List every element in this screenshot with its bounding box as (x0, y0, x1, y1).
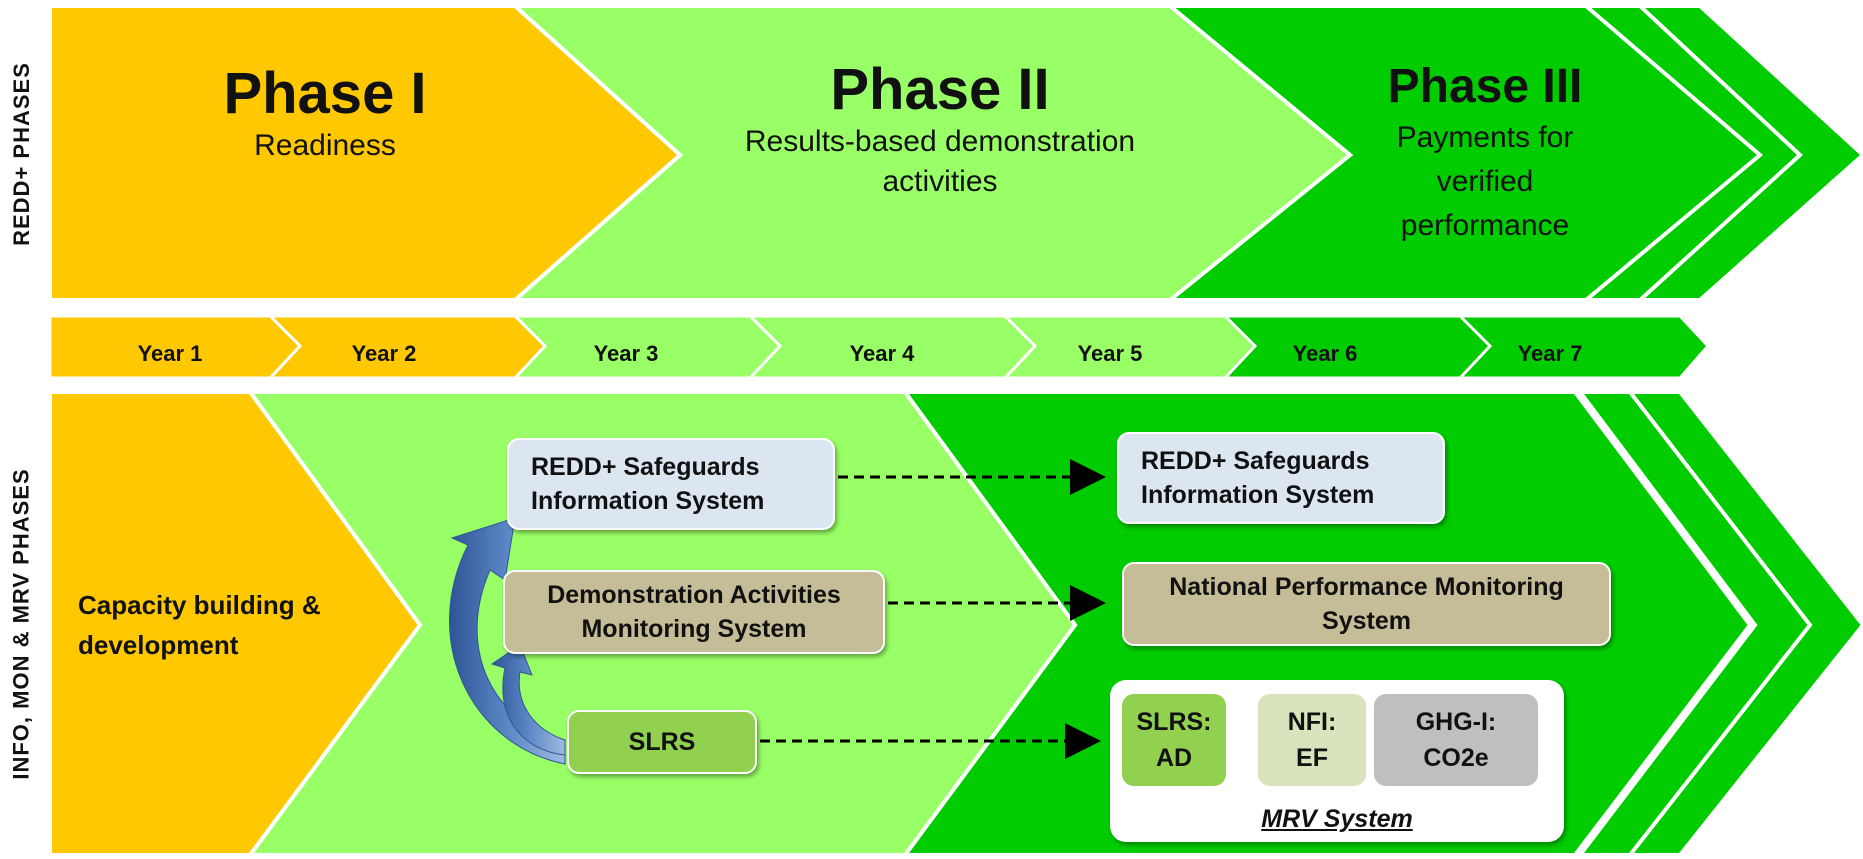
phase2-subtitle: Results-based demonstration activities (744, 125, 1136, 198)
phase1-title: Phase I (223, 61, 427, 126)
side-label-bottom-text: INFO, MON & MRV PHASES (9, 467, 35, 780)
national-performance-monitoring-box: National Performance Monitoring System (1122, 562, 1611, 646)
capacity-building-label: Capacity building & development (78, 590, 321, 660)
mrv-cell-ghg-line1: GHG-I: (1415, 708, 1497, 736)
year-band (48, 314, 1711, 380)
year-4-label: Year 4 (849, 341, 915, 366)
national-monitoring-text: National Performance Monitoring System (1169, 573, 1564, 635)
mrv-cell-slrs: SLRS: AD (1122, 694, 1226, 786)
year-3-label: Year 3 (593, 341, 659, 366)
year-6-label: Year 6 (1292, 341, 1358, 366)
phase3-text: Phase III Payments for verified performa… (1370, 58, 1600, 248)
year-7-label: Year 7 (1517, 341, 1583, 366)
curved-arrow-slrs-to-demo (490, 644, 566, 756)
safeguards-left-text: REDD+ Safeguards Information System (531, 453, 765, 515)
bottom-phase1-chevron (48, 390, 423, 857)
phase1-chevron (48, 4, 684, 302)
mrv-cell-nfi: NFI: EF (1258, 694, 1366, 786)
curved-blue-arrows (449, 517, 566, 765)
top-phase-band (48, 3, 1863, 302)
phase2-text: Phase II Results-based demonstration act… (700, 58, 1180, 202)
mrv-cell-slrs-line1: SLRS: (1136, 708, 1212, 736)
safeguards-right-text: REDD+ Safeguards Information System (1141, 447, 1375, 509)
mrv-cell-slrs-line2: AD (1155, 744, 1193, 772)
demo-monitoring-text: Demonstration Activities Monitoring Syst… (547, 581, 841, 643)
side-label-top-text: REDD+ PHASES (9, 62, 34, 246)
safeguards-info-system-left: REDD+ Safeguards Information System (507, 438, 835, 530)
year-1-label: Year 1 (137, 341, 203, 366)
year-5-label: Year 5 (1077, 341, 1143, 366)
demo-activities-monitoring-box: Demonstration Activities Monitoring Syst… (503, 570, 885, 654)
mrv-system-box: SLRS: AD NFI: EF GHG-I: CO2e MRV System (1110, 680, 1564, 842)
slrs-text: SLRS (628, 727, 696, 756)
info-mon-mrv-side-label: INFO, MON & MRV PHASES (0, 392, 44, 855)
phase3-subtitle: Payments for verified performance (1396, 121, 1574, 242)
mrv-cell-nfi-line1: NFI: (1287, 708, 1337, 736)
bottom-echo-chevron-1 (1575, 390, 1813, 857)
year-2-label: Year 2 (351, 341, 417, 366)
mrv-cell-ghg: GHG-I: CO2e (1374, 694, 1538, 786)
mrv-cell-ghg-line2: CO2e (1423, 744, 1489, 772)
phase3-title: Phase III (1387, 60, 1583, 113)
phase1-subtitle: Readiness (254, 129, 396, 162)
safeguards-info-system-right: REDD+ Safeguards Information System (1117, 432, 1445, 524)
redd-phases-side-label: REDD+ PHASES (0, 6, 44, 302)
dashed-connectors (760, 459, 1106, 759)
year1-chevron (48, 314, 303, 380)
mrv-system-label: MRV System (1261, 805, 1413, 833)
phase2-title: Phase II (830, 57, 1050, 122)
phase1-text: Phase I Readiness (190, 62, 460, 166)
slrs-box: SLRS (567, 710, 757, 774)
mrv-cell-nfi-line2: EF (1296, 744, 1328, 772)
